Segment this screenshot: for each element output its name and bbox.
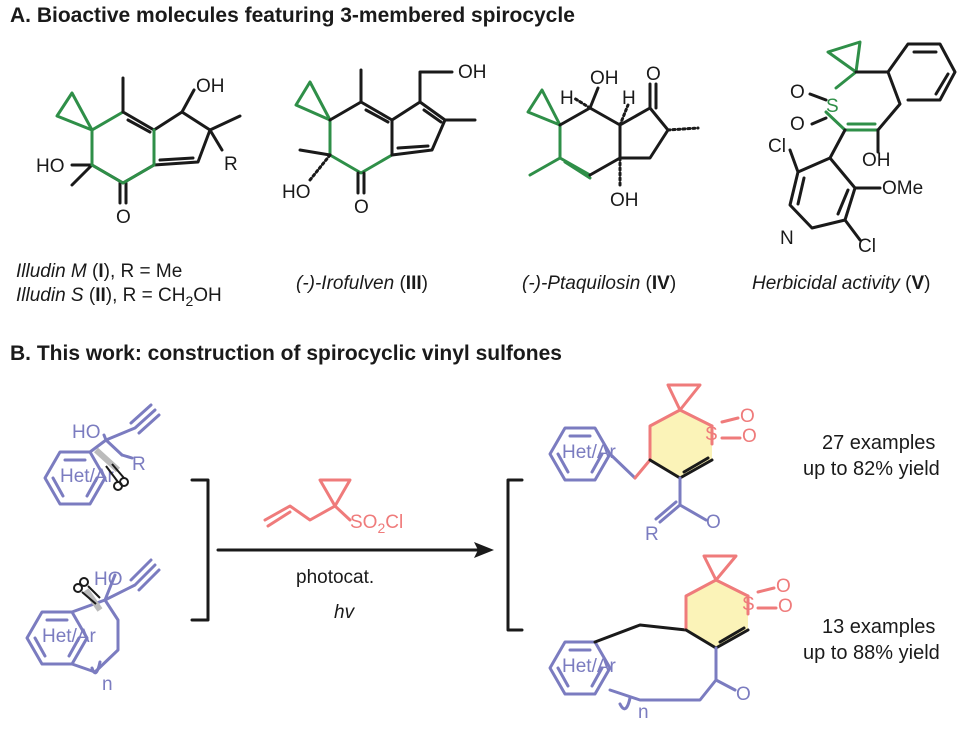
atom-h2: H: [622, 88, 636, 109]
molecule-irofulven: OH HO O: [282, 62, 487, 218]
atom-oh: OH: [458, 62, 487, 83]
atom-o1: O: [776, 576, 791, 597]
atom-n: n: [638, 702, 649, 723]
atom-r: R: [132, 454, 146, 475]
ring-label: Het/Ar: [562, 656, 617, 677]
product-1: Het/Ar S O O R O: [548, 383, 757, 545]
substrate-2: HO Het/Ar n: [25, 558, 161, 695]
atom-o: O: [706, 512, 721, 533]
atom-o: O: [646, 64, 661, 85]
atom-ome: OMe: [882, 178, 923, 199]
atom-o2: O: [742, 426, 757, 447]
atom-s: S: [826, 96, 839, 117]
cyclopropane-ring: [55, 91, 94, 132]
section-b-title: B. This work: construction of spirocycli…: [10, 342, 562, 365]
result-2-yield: up to 88% yield: [803, 642, 940, 664]
atom-ho: HO: [36, 156, 65, 177]
molecule-illudin: OH HO R O: [36, 76, 242, 228]
caption-illudin-m: Illudin M (I), R = Me: [16, 261, 182, 282]
caption-irofulven: (-)-Irofulven (III): [296, 273, 428, 294]
atom-oh-bottom: OH: [610, 190, 639, 211]
atom-o1: O: [790, 82, 805, 103]
scissors-icon: [93, 447, 129, 491]
ring-label: Het/Ar: [562, 442, 617, 463]
atom-o: O: [354, 197, 369, 218]
atom-o2: O: [790, 114, 805, 135]
atom-o1: O: [740, 406, 755, 427]
left-bracket: [190, 478, 210, 622]
atom-oh: OH: [862, 150, 891, 171]
atom-o2: O: [778, 596, 793, 617]
result-1-yield: up to 82% yield: [803, 458, 940, 480]
reaction-arrow: [216, 542, 494, 558]
atom-cl1: Cl: [768, 136, 786, 157]
caption-herbicidal: Herbicidal activity (V): [752, 273, 930, 294]
scissors-icon: [73, 577, 103, 612]
cyclopropane-ring: [294, 80, 332, 122]
condition-catalyst: photocat.: [296, 567, 374, 588]
cyclopropane-ring: [526, 88, 562, 127]
ring-label: Het/Ar: [42, 626, 97, 647]
atom-r: R: [224, 154, 238, 175]
atom-o: O: [736, 684, 751, 705]
atom-s: S: [705, 424, 718, 445]
caption-ptaquilosin: (-)-Ptaquilosin (IV): [522, 273, 676, 294]
atom-n: N: [780, 228, 794, 249]
atom-oh: OH: [590, 68, 619, 89]
atom-h1: H: [560, 88, 574, 109]
atom-ho: HO: [94, 569, 123, 590]
arene-ring: [548, 426, 612, 482]
caption-illudin-s: Illudin S (II), R = CH2OH: [16, 285, 222, 309]
condition-light: hv: [334, 602, 356, 623]
reagent: SO2Cl: [263, 478, 403, 536]
result-1-examples: 27 examples: [822, 432, 935, 454]
six-ring-bonds: [90, 110, 156, 185]
substrate-1: HO R Het/Ar: [43, 403, 161, 506]
atom-n: n: [102, 674, 113, 695]
cyclopropane-ring: [826, 40, 862, 74]
atom-r: R: [645, 524, 659, 545]
atom-ho: HO: [72, 422, 101, 443]
molecule-ptaquilosin: OH H H O OH: [526, 64, 700, 211]
atom-ho: HO: [282, 182, 311, 203]
atom-o: O: [116, 207, 131, 228]
right-bracket: [506, 478, 524, 632]
molecule-herbicidal: O S O Cl OH OMe N Cl: [768, 40, 957, 257]
atom-s: S: [742, 594, 755, 615]
result-2-examples: 13 examples: [822, 616, 935, 638]
section-a-title: A. Bioactive molecules featuring 3-membe…: [10, 4, 575, 27]
reagent-so2cl: SO2Cl: [350, 512, 403, 536]
atom-cl2: Cl: [858, 236, 876, 257]
ring-label: Het/Ar: [60, 466, 115, 487]
atom-oh: OH: [196, 76, 225, 97]
product-2: Het/Ar S O O O n: [548, 554, 793, 723]
